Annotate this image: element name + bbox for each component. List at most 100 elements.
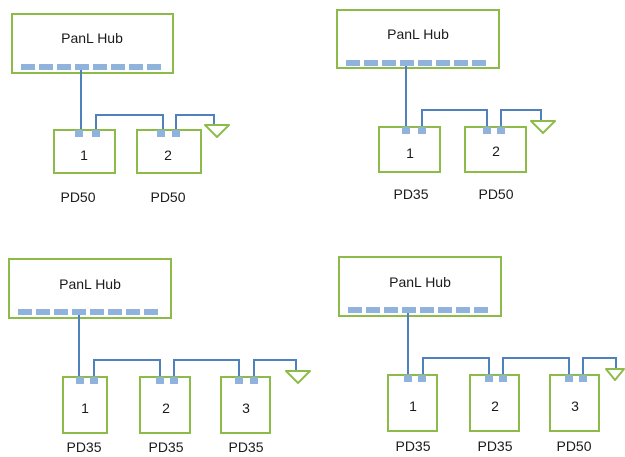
device-box [469, 374, 520, 432]
device-number: 1 [406, 145, 414, 161]
device-port [418, 127, 426, 134]
daisy-chain-wire [502, 357, 570, 375]
hub-port [18, 309, 32, 315]
device-port [235, 377, 243, 384]
device-box [549, 374, 600, 432]
device-port [92, 130, 100, 137]
hub-port [72, 309, 86, 315]
panl-hub-1: PanL Hub [11, 13, 174, 74]
hub-port [144, 309, 158, 315]
diagram-4: PanL Hub 1 PD35 [338, 256, 625, 454]
device-type-label: PD35 [66, 439, 101, 455]
hub-port [111, 64, 125, 70]
bus-terminator-icon [285, 370, 311, 384]
hub-port [126, 309, 140, 315]
hub-port [402, 307, 416, 313]
hub-port [400, 60, 414, 66]
device-pd-2: 2 PD35 [139, 376, 191, 455]
daisy-chain-wire [93, 359, 161, 377]
device-pd-3: 3 PD50 [549, 374, 600, 454]
device-port [497, 127, 505, 134]
bus-wiring [407, 313, 617, 375]
device-port [483, 127, 491, 134]
device-box [464, 126, 527, 173]
device-number: 2 [162, 400, 170, 416]
device-port [156, 377, 164, 384]
device-port [170, 377, 178, 384]
device-box [139, 376, 191, 434]
daisy-chain-wire [500, 109, 542, 128]
device-port [499, 375, 507, 382]
hub-port [348, 307, 362, 313]
device-port [157, 130, 165, 137]
device-number: 3 [571, 398, 579, 414]
daisy-chain-wire [95, 114, 164, 131]
hub-port [438, 307, 452, 313]
panl-hub-3: PanL Hub [8, 258, 172, 319]
device-type-label: PD35 [477, 438, 512, 454]
daisy-chain-wire [175, 114, 215, 131]
device-number: 1 [409, 398, 417, 414]
panl-hub-4: PanL Hub [338, 256, 502, 317]
device-port [485, 375, 493, 382]
device-number: 1 [81, 400, 89, 416]
hub-label: PanL Hub [389, 274, 451, 290]
daisy-chain-wire [173, 359, 240, 377]
panl-hub-2: PanL Hub [336, 9, 500, 69]
hub-box [338, 256, 502, 317]
bus-wiring [78, 315, 297, 377]
hub-port [382, 60, 396, 66]
hub-port [108, 309, 122, 315]
hub-port [21, 64, 35, 70]
device-port [565, 375, 573, 382]
hub-port [129, 64, 143, 70]
hub-label: PanL Hub [61, 30, 123, 46]
bus-wiring [405, 66, 542, 128]
hub-port [384, 307, 398, 313]
hub-port-strip [21, 64, 161, 70]
device-port [404, 375, 412, 382]
device-type-label: PD35 [395, 438, 430, 454]
hub-box [11, 13, 174, 74]
device-number: 2 [492, 143, 500, 159]
hub-port [454, 60, 468, 66]
hub-port [418, 60, 432, 66]
device-pd-2: 2 PD35 [469, 374, 520, 454]
hub-port [346, 60, 360, 66]
device-port [172, 130, 180, 137]
hub-port [57, 64, 71, 70]
device-type-label: PD35 [393, 186, 428, 202]
device-pd-1: 1 PD35 [387, 374, 438, 454]
hub-port [36, 309, 50, 315]
hub-port-strip [348, 307, 488, 313]
hub-port [90, 309, 104, 315]
device-type-label: PD50 [556, 438, 591, 454]
device-type-label: PD35 [228, 439, 263, 455]
hub-port [364, 60, 378, 66]
device-type-label: PD50 [478, 186, 513, 202]
hub-box [8, 258, 172, 319]
daisy-chain-wire [582, 357, 617, 375]
hub-port [366, 307, 380, 313]
device-number: 2 [164, 147, 172, 163]
bus-terminator-icon [530, 120, 556, 134]
bus-terminator-icon [204, 124, 230, 138]
hub-port [75, 64, 89, 70]
bus-wiring [80, 70, 215, 131]
device-pd-2: 2 PD50 [136, 129, 202, 205]
device-port [402, 127, 410, 134]
diagram-1: PanL Hub 1 PD50 [11, 13, 230, 205]
daisy-chain-wire [422, 357, 490, 375]
hub-port [420, 307, 434, 313]
hub-port [456, 307, 470, 313]
diagram-3: PanL Hub 1 PD35 [8, 258, 311, 455]
hub-port [39, 64, 53, 70]
hub-label: PanL Hub [59, 276, 121, 292]
device-pd-2: 2 PD50 [464, 126, 527, 202]
device-port [418, 375, 426, 382]
device-port [90, 377, 98, 384]
hub-port [147, 64, 161, 70]
hub-port [54, 309, 68, 315]
diagram-2: PanL Hub 1 PD35 [336, 9, 556, 202]
